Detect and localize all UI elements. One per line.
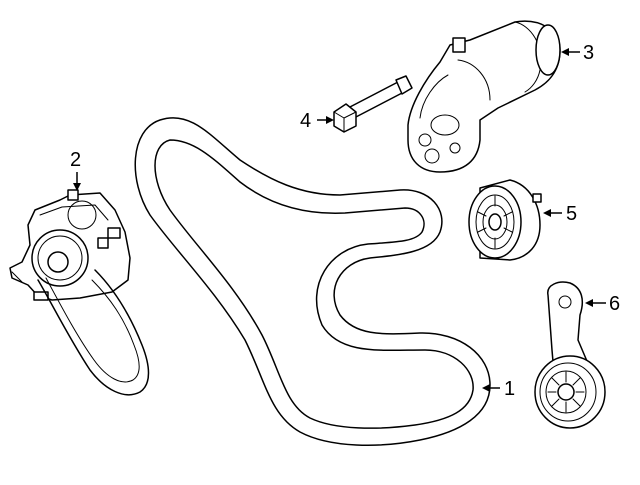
callout-5: 5	[543, 203, 577, 225]
callout-2-label: 2	[70, 149, 81, 171]
callout-3-label: 3	[583, 42, 594, 64]
tensioner-assembly	[407, 20, 561, 173]
callout-1: 1	[482, 378, 515, 400]
callout-4: 4	[300, 110, 334, 132]
tensioner-pulley	[534, 281, 606, 429]
idler-pulley	[468, 179, 542, 261]
serpentine-belt	[134, 117, 491, 447]
callout-4-label: 4	[300, 110, 311, 132]
callout-5-label: 5	[566, 203, 577, 225]
callout-6-label: 6	[609, 293, 620, 315]
callout-2: 2	[70, 149, 81, 191]
callout-6: 6	[585, 293, 620, 315]
pump-assembly	[9, 189, 150, 396]
callout-1-label: 1	[504, 378, 515, 400]
callout-3: 3	[561, 42, 594, 64]
bolt	[333, 75, 413, 133]
